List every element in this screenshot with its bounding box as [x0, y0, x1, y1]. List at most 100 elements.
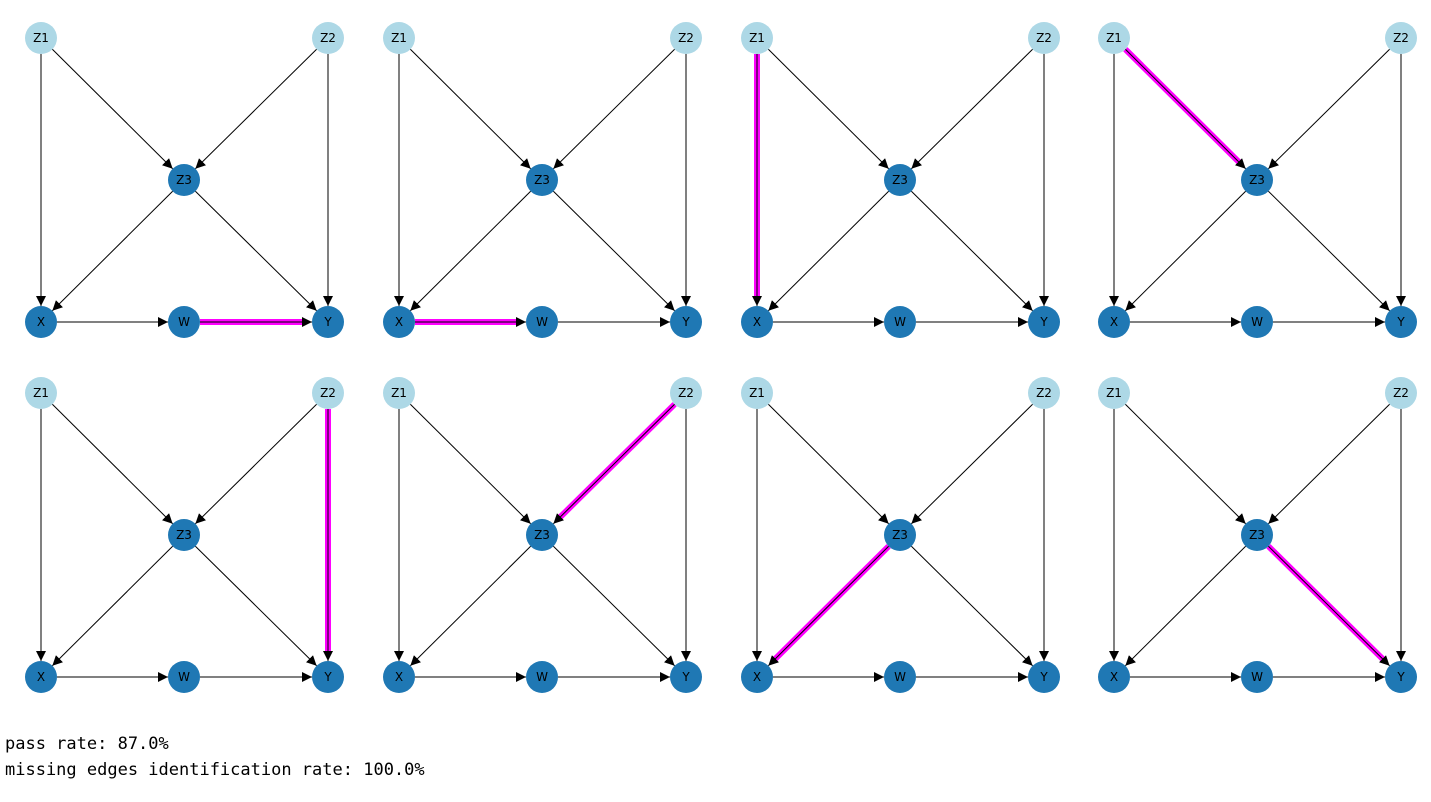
node-Z3 — [1241, 519, 1273, 551]
node-label: W — [1251, 315, 1263, 329]
node-label: W — [894, 670, 906, 684]
node-label: Z1 — [33, 386, 49, 400]
edge-Z1-Z3 — [768, 403, 889, 525]
node-label: Z2 — [678, 31, 694, 45]
node-W — [526, 306, 558, 338]
node-Z2 — [312, 22, 344, 54]
node-Z3 — [526, 519, 558, 551]
edge-Z3-Y — [911, 190, 1033, 312]
node-Z1 — [25, 377, 57, 409]
node-label: Z3 — [176, 528, 192, 542]
node-Z1 — [1098, 22, 1130, 54]
edge-Z3-Y — [553, 545, 675, 667]
node-label: W — [894, 315, 906, 329]
node-label: Z1 — [391, 386, 407, 400]
node-Z3 — [884, 164, 916, 196]
node-label: Z3 — [892, 173, 908, 187]
edge-Z3-X — [410, 545, 531, 667]
node-label: X — [753, 670, 761, 684]
node-W — [1241, 306, 1273, 338]
node-label: Y — [323, 670, 332, 684]
edge-Z3-X — [1125, 190, 1246, 312]
edge-Z3-X — [410, 190, 531, 312]
node-W — [1241, 661, 1273, 693]
node-label: Z1 — [749, 386, 765, 400]
edge-Z1-Z3 — [52, 403, 173, 525]
node-label: X — [395, 670, 403, 684]
node-Z2 — [312, 377, 344, 409]
node-Z1 — [1098, 377, 1130, 409]
node-label: Z2 — [1036, 31, 1052, 45]
node-label: X — [753, 315, 761, 329]
edge-Z1-Z3 — [52, 48, 173, 170]
node-label: Y — [323, 315, 332, 329]
edge-Z3-Y — [1268, 545, 1390, 667]
edge-Z2-Z3 — [195, 403, 317, 525]
node-label: X — [1110, 315, 1118, 329]
node-Z1 — [25, 22, 57, 54]
edge-Z2-Z3 — [195, 48, 317, 170]
edge-Z3-Y — [195, 545, 317, 667]
node-Z1 — [741, 22, 773, 54]
missing-edges-rate-text: missing edges identification rate: 100.0… — [5, 760, 425, 780]
edge-Z1-Z3 — [410, 48, 531, 170]
node-Z3 — [884, 519, 916, 551]
edge-Z3-Y — [1268, 190, 1390, 312]
node-X — [25, 661, 57, 693]
node-label: Z1 — [33, 31, 49, 45]
node-Z2 — [1028, 377, 1060, 409]
node-label: Y — [681, 670, 690, 684]
node-label: W — [536, 670, 548, 684]
node-label: Y — [1039, 315, 1048, 329]
edge-Z3-X — [1125, 545, 1246, 667]
node-Z1 — [383, 377, 415, 409]
edge-Z1-Z3 — [768, 48, 889, 170]
node-X — [741, 661, 773, 693]
edge-Z2-Z3 — [911, 403, 1033, 525]
node-label: W — [536, 315, 548, 329]
node-label: Z2 — [320, 386, 336, 400]
node-label: Z1 — [1106, 386, 1122, 400]
edge-Z3-X — [52, 190, 173, 312]
node-X — [1098, 306, 1130, 338]
node-Z2 — [670, 377, 702, 409]
node-Z2 — [1385, 22, 1417, 54]
node-label: Z2 — [1393, 386, 1409, 400]
pass-rate-text: pass rate: 87.0% — [5, 734, 169, 754]
edge-Z1-Z3 — [1125, 48, 1246, 170]
node-label: Y — [1396, 670, 1405, 684]
node-label: X — [37, 670, 45, 684]
node-label: Y — [681, 315, 690, 329]
node-Y — [1385, 661, 1417, 693]
node-label: Z1 — [749, 31, 765, 45]
node-label: Z2 — [1036, 386, 1052, 400]
node-Z1 — [741, 377, 773, 409]
edge-Z2-Z3 — [1268, 403, 1390, 525]
node-Z1 — [383, 22, 415, 54]
edge-Z3-X — [768, 545, 889, 667]
node-label: Z3 — [176, 173, 192, 187]
node-label: Z2 — [1393, 31, 1409, 45]
node-label: Z1 — [391, 31, 407, 45]
node-X — [25, 306, 57, 338]
node-Y — [1385, 306, 1417, 338]
node-W — [884, 661, 916, 693]
node-label: Z3 — [534, 528, 550, 542]
node-label: Z2 — [320, 31, 336, 45]
node-Z3 — [168, 519, 200, 551]
node-label: X — [1110, 670, 1118, 684]
node-label: Z2 — [678, 386, 694, 400]
node-label: Y — [1396, 315, 1405, 329]
node-label: Z3 — [534, 173, 550, 187]
node-label: Z3 — [892, 528, 908, 542]
node-label: Y — [1039, 670, 1048, 684]
node-W — [526, 661, 558, 693]
